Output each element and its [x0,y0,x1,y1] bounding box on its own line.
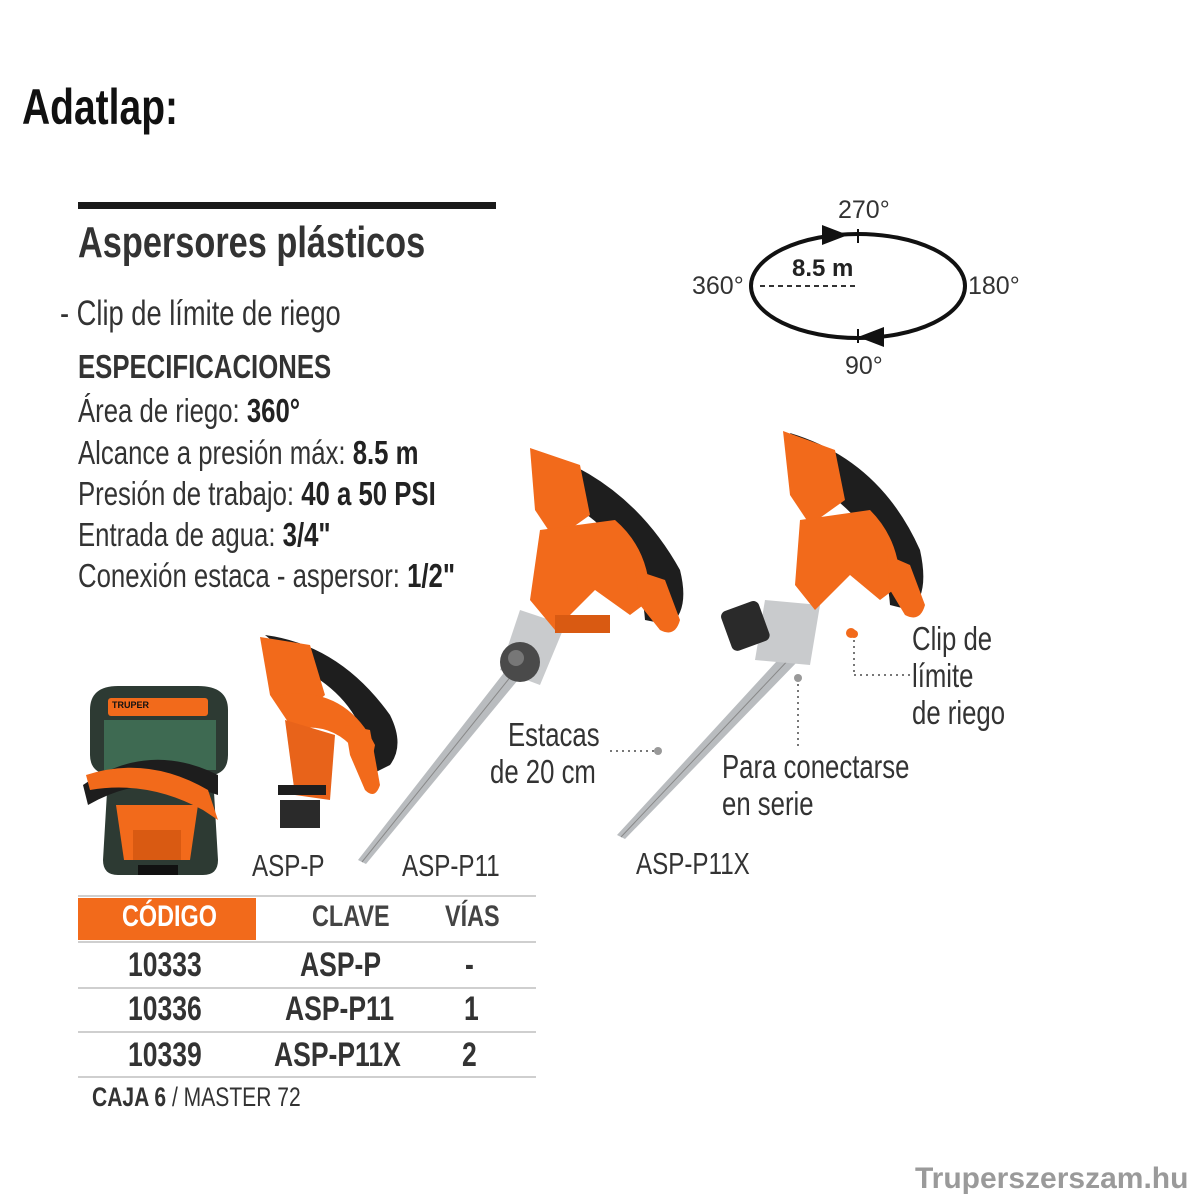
callout-stakes-line1: Estacas [508,716,600,753]
spec-connection: Conexión estaca - aspersor: 1/2" [78,557,456,594]
packaging-info: CAJA 6 / MASTER 72 [92,1082,301,1112]
table-rule [78,941,536,943]
table-header-clave: CLAVE [312,900,390,933]
callout-clip-line1: Clip de [912,620,993,657]
spec-reach: Alcance a presión máx: 8.5 m [78,434,419,471]
arrow-head-top [822,225,848,245]
table-rule [78,1031,536,1033]
table-bottom-rule [78,1076,536,1078]
diagram-270: 270° [838,196,890,224]
callout-series-line2: en serie [722,785,814,822]
table-cell-vias: - [465,946,474,984]
callout-clip-line2: límite [912,657,974,694]
sprinkler-asp-p11-image [358,448,684,864]
spec-area: Área de riego: 360° [78,392,301,429]
product-package-image [83,686,228,875]
specs-heading: ESPECIFICACIONES [78,348,332,385]
table-cell-clave: ASP-P11 [285,990,395,1028]
sprinkler-asp-p-image [260,635,398,828]
callout-clip-line3: de riego [912,694,1006,731]
callout-leaders [610,630,912,755]
callout-stakes-line2: de 20 cm [490,753,596,790]
sprinkler-asp-p11x-image [617,431,925,839]
table-cell-vias: 2 [462,1036,477,1074]
callout-series-line1: Para conectarse [722,748,910,785]
arrow-head-bottom [858,327,884,347]
table-header-vias: VÍAS [445,900,500,933]
table-cell-vias: 1 [464,990,479,1028]
diagram-90: 90° [845,352,883,380]
table-header-highlight [78,898,256,940]
table-header-codigo: CÓDIGO [122,900,217,933]
table-cell-codigo: 10339 [128,1036,202,1074]
rotation-diagram [749,225,967,347]
package-brand: TRUPER [112,700,150,710]
model-label-asp-p11: ASP-P11 [402,848,500,883]
diagram-180: 180° [968,272,1020,300]
feature-line: - Clip de límite de riego [60,294,341,333]
table-cell-clave: ASP-P [300,946,382,984]
watermark: Truperszerszam.hu [915,1162,1189,1195]
model-label-asp-p: ASP-P [252,848,325,883]
spec-pressure: Presión de trabajo: 40 a 50 PSI [78,475,436,512]
table-cell-codigo: 10333 [128,946,202,984]
product-title: Aspersores plásticos [78,218,426,267]
model-label-asp-p11x: ASP-P11X [636,846,750,881]
table-cell-codigo: 10336 [128,990,202,1028]
diagram-360: 360° [692,272,744,300]
table-top-rule [78,895,536,897]
table-cell-clave: ASP-P11X [274,1036,401,1074]
title-rule [78,202,496,209]
table-rule [78,987,536,989]
diagram-radius: 8.5 m [792,255,854,282]
spec-inlet: Entrada de agua: 3/4" [78,516,331,553]
page-header: Adatlap: [22,79,178,135]
